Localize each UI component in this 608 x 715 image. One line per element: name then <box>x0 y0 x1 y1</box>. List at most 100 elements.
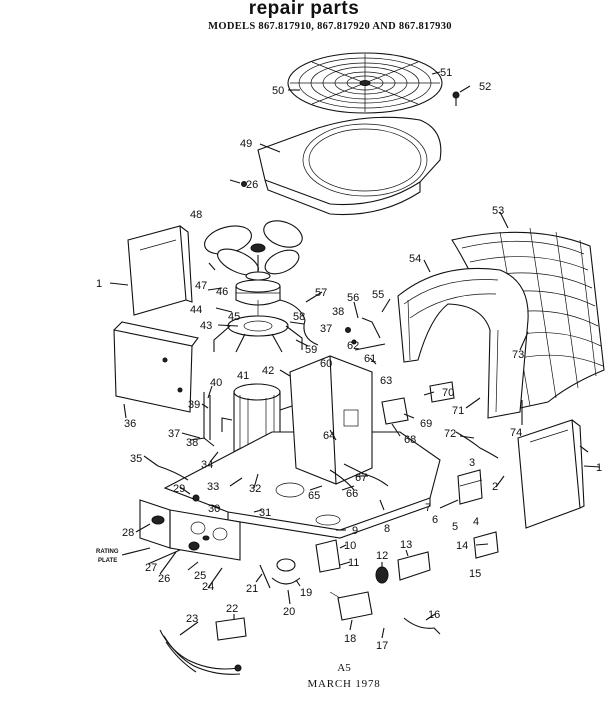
callout-35: 35 <box>130 453 142 465</box>
center-partition <box>289 355 373 485</box>
callout-66: 66 <box>346 488 358 500</box>
callout-10: 10 <box>344 540 356 552</box>
wiring-harness <box>159 617 247 675</box>
rating-plate-label-1: RATING <box>96 549 119 555</box>
contactor <box>315 539 431 584</box>
callout-21: 21 <box>246 583 258 595</box>
callout-73: 73 <box>512 349 524 361</box>
callout-44: 44 <box>190 304 202 316</box>
callout-3: 3 <box>469 457 475 469</box>
callout-72: 72 <box>444 428 456 440</box>
callout-50: 50 <box>272 85 284 97</box>
callout-58: 58 <box>293 311 305 323</box>
callout-33: 33 <box>207 481 219 493</box>
callout-24: 24 <box>202 581 214 593</box>
callout-38-upper: 38 <box>332 306 344 318</box>
callout-64: 64 <box>323 430 335 442</box>
callout-32: 32 <box>249 483 261 495</box>
callout-47: 47 <box>195 280 207 292</box>
callout-8: 8 <box>384 523 390 535</box>
wire-16 <box>403 617 441 635</box>
callout-39: 39 <box>188 399 200 411</box>
callout-5: 5 <box>452 521 458 533</box>
callout-1-right: 1 <box>596 462 602 474</box>
top-cover <box>257 116 442 216</box>
callout-69: 69 <box>420 418 432 430</box>
callout-6: 6 <box>432 514 438 526</box>
callout-4: 4 <box>473 516 479 528</box>
callout-13: 13 <box>400 539 412 551</box>
model-numbers: MODELS 867.817910, 867.817920 AND 867.81… <box>208 21 452 32</box>
callout-19: 19 <box>300 587 312 599</box>
callout-41: 41 <box>237 370 249 382</box>
footer-page-code: A5 <box>337 662 351 674</box>
callout-67: 67 <box>355 472 367 484</box>
callout-48: 48 <box>190 209 202 221</box>
fan-blade <box>204 220 303 276</box>
callout-16: 16 <box>428 609 440 621</box>
rating-plate-label-2: PLATE <box>98 558 117 564</box>
callout-56: 56 <box>347 292 359 304</box>
service-panel-left <box>127 225 193 316</box>
callout-61: 61 <box>364 353 376 365</box>
callout-17: 17 <box>376 640 388 652</box>
callout-54: 54 <box>409 253 421 265</box>
callout-9: 9 <box>352 525 358 537</box>
callout-27: 27 <box>145 562 157 574</box>
callout-26-bottom: 26 <box>158 573 170 585</box>
callout-18: 18 <box>344 633 356 645</box>
callout-62: 62 <box>347 340 359 352</box>
callout-29: 29 <box>173 483 185 495</box>
callout-71: 71 <box>452 405 464 417</box>
page-title: repair parts <box>248 0 360 19</box>
callout-22: 22 <box>226 603 238 615</box>
valve-assembly <box>345 317 455 425</box>
callout-15: 15 <box>469 568 481 580</box>
callout-45: 45 <box>228 311 240 323</box>
callout-12: 12 <box>376 550 388 562</box>
lower-left-fittings <box>151 465 210 551</box>
callout-2: 2 <box>492 481 498 493</box>
callout-51: 51 <box>440 67 452 79</box>
control-panel <box>139 499 241 561</box>
callout-labels: 2 3 4 5 6 7 8 9 10 11 12 13 14 15 16 17 … <box>96 67 602 652</box>
terminal-block <box>457 469 483 505</box>
tubing-set <box>329 463 389 491</box>
screw-26-top <box>241 181 247 187</box>
callout-52: 52 <box>479 81 491 93</box>
callout-37-upper: 37 <box>320 323 332 335</box>
callout-53: 53 <box>492 205 504 217</box>
callout-46: 46 <box>216 286 228 298</box>
screw-52 <box>452 91 460 106</box>
callout-36: 36 <box>124 418 136 430</box>
callout-57: 57 <box>315 287 327 299</box>
rating-plate-leader <box>121 547 151 556</box>
callout-65: 65 <box>308 490 320 502</box>
callout-23: 23 <box>186 613 198 625</box>
motor-bracket <box>213 300 303 353</box>
callout-31: 31 <box>259 507 271 519</box>
fan-motor <box>235 255 281 306</box>
callout-59: 59 <box>305 344 317 356</box>
callout-70: 70 <box>442 387 454 399</box>
callout-40: 40 <box>210 377 222 389</box>
service-tubes <box>203 392 215 447</box>
capacitor <box>259 558 301 589</box>
footer-date: MARCH 1978 <box>307 678 381 690</box>
callout-38-lower: 38 <box>186 437 198 449</box>
callout-28: 28 <box>122 527 134 539</box>
fan-wire <box>279 299 319 346</box>
callout-60: 60 <box>320 358 332 370</box>
control-module <box>473 531 499 559</box>
callout-49: 49 <box>240 138 252 150</box>
access-panel <box>113 321 199 413</box>
condenser-coil <box>397 267 529 419</box>
callout-74: 74 <box>510 427 522 439</box>
callout-37-lower: 37 <box>168 428 180 440</box>
callout-11: 11 <box>348 557 359 569</box>
callout-42: 42 <box>262 365 274 377</box>
callout-26-top: 26 <box>246 179 258 191</box>
callout-30: 30 <box>208 503 220 515</box>
